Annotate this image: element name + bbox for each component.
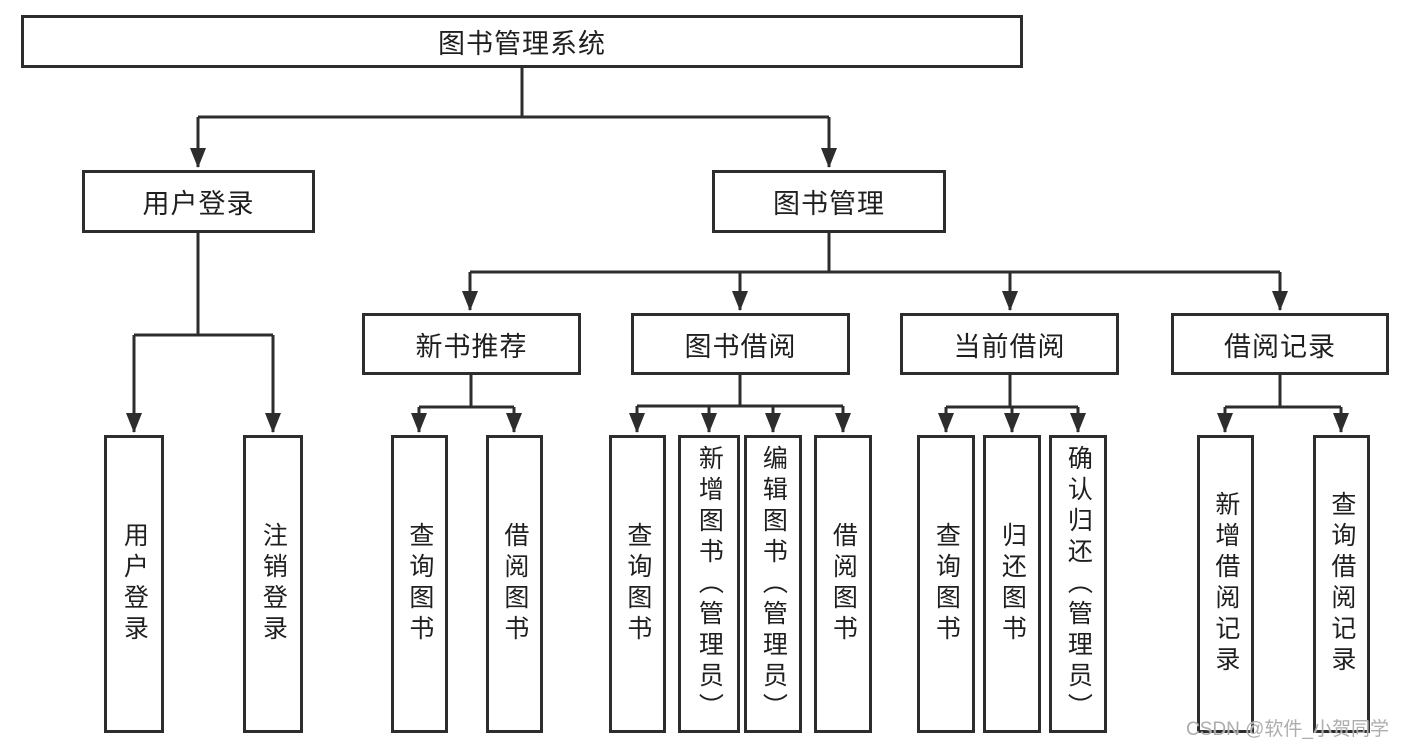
connector-current-borrowing-children	[938, 374, 1086, 433]
watermark: CSDN @软件_小贺同学	[1186, 719, 1389, 740]
node-book-management: 图书管理	[712, 170, 946, 233]
leaf-user-login: 用户登录	[104, 435, 164, 733]
leaf-confirm-return-admin: 确认归还（管理员）	[1049, 435, 1107, 733]
connector-new-book-recommend-children	[411, 374, 522, 433]
leaf-query-books-recommend: 查询图书	[391, 435, 448, 733]
node-root: 图书管理系统	[21, 15, 1023, 68]
leaf-return-book: 归还图书	[983, 435, 1041, 733]
node-user-login: 用户登录	[82, 170, 315, 233]
connector-user-login-children	[126, 232, 281, 433]
leaf-add-borrow-record: 新增借阅记录	[1197, 435, 1254, 733]
leaf-borrow-books-borrow: 借阅图书	[814, 435, 872, 733]
node-new-book-recommend: 新书推荐	[362, 313, 581, 375]
node-borrow-records: 借阅记录	[1171, 313, 1389, 375]
leaf-edit-book-admin: 编辑图书（管理员）	[744, 435, 802, 733]
leaf-add-book-admin: 新增图书（管理员）	[678, 435, 740, 733]
connector-book-management-children	[462, 232, 1288, 311]
leaf-borrow-books-recommend: 借阅图书	[486, 435, 543, 733]
node-current-borrowing: 当前借阅	[900, 313, 1119, 375]
node-book-borrowing: 图书借阅	[631, 313, 850, 375]
leaf-query-borrow-record: 查询借阅记录	[1313, 435, 1370, 733]
leaf-query-books-current: 查询图书	[917, 435, 975, 733]
connector-book-borrowing-children	[629, 374, 851, 433]
leaf-query-books-borrow: 查询图书	[609, 435, 666, 733]
leaf-logout: 注销登录	[243, 435, 303, 733]
connector-root-to-level2	[190, 67, 837, 168]
connector-borrow-records-children	[1217, 374, 1349, 433]
